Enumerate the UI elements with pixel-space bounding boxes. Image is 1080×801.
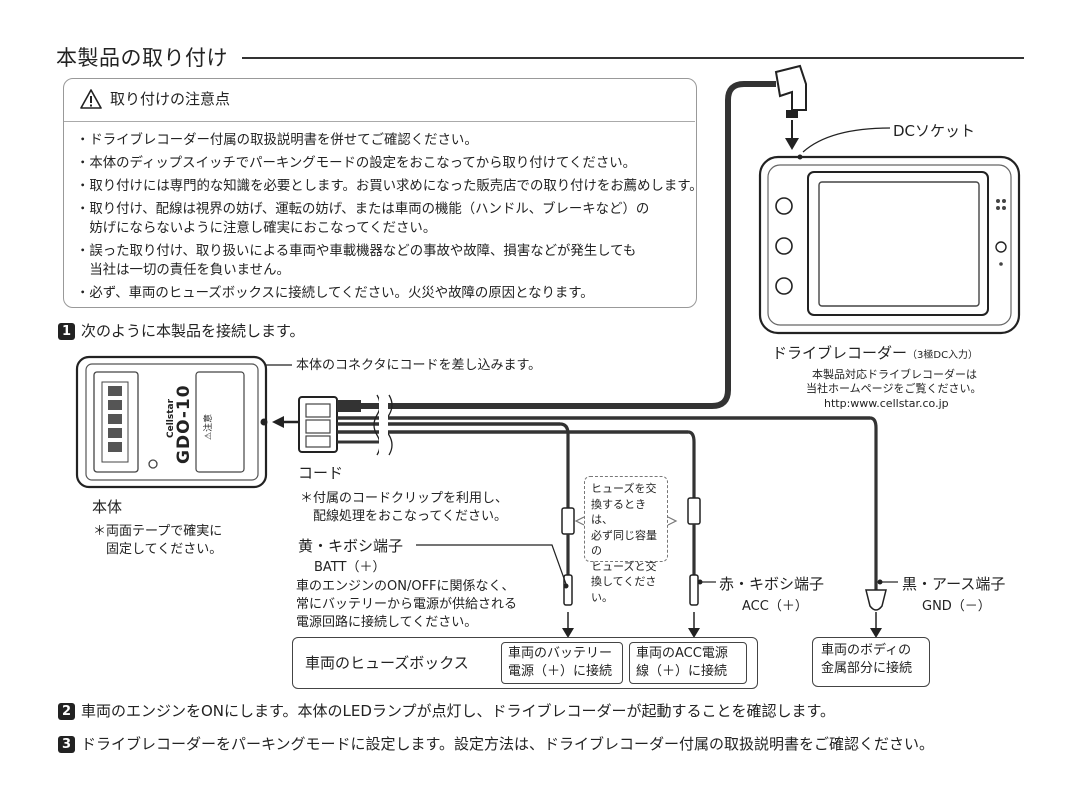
recorder-label: ドライブレコーダー（3極DC入力） bbox=[772, 342, 978, 363]
caution-item: ・取り付け、配線は視界の妨げ、運転の妨げ、または車両の機能（ハンドル、ブレーキな… bbox=[76, 202, 650, 217]
step-text: 車両のエンジンをONにします。本体のLEDランプが点灯し、ドライブレコーダーが起… bbox=[81, 702, 835, 720]
body-ground-line: 車両のボディの bbox=[821, 643, 912, 658]
unit-note: 固定してください。 bbox=[93, 542, 223, 557]
gdo10-unit bbox=[75, 355, 268, 489]
cord-label: コード bbox=[298, 464, 344, 482]
step-number: 2 bbox=[58, 703, 75, 720]
body-ground-box: 車両のボディの 金属部分に接続 bbox=[812, 637, 930, 687]
step-1: 1 次のように本製品を接続します。 bbox=[58, 320, 305, 341]
unit-warning-label: ⚠注意 bbox=[204, 413, 214, 440]
caution-item: 妨げにならないように注意し確実におこなってください。 bbox=[76, 221, 437, 236]
recorder-note: 本製品対応ドライブレコーダーは bbox=[812, 368, 977, 381]
fuse-box: 車両のヒューズボックス 車両のバッテリー 電源（＋）に接続 車両のACC電源 線… bbox=[292, 637, 758, 689]
caution-box bbox=[63, 78, 697, 308]
dc-socket-label: DCソケット bbox=[893, 122, 976, 140]
yellow-terminal-label: 黄・キボシ端子 bbox=[298, 537, 404, 555]
batt-connection-line: 電源（＋）に接続 bbox=[508, 664, 613, 679]
caution-item: 当社は一切の責任を負いません。 bbox=[76, 263, 290, 278]
connector-note: 本体のコネクタにコードを差し込みます。 bbox=[296, 358, 542, 373]
acc-connection: 車両のACC電源 線（＋）に接続 bbox=[629, 642, 747, 684]
warning-icon bbox=[80, 88, 102, 109]
caution-item: ・取り付けには専門的な知識を必要とします。お買い求めになった販売店での取り付けを… bbox=[76, 179, 703, 194]
step-3: 3 ドライブレコーダーをパーキングモードに設定します。設定方法は、ドライブレコーダ… bbox=[58, 733, 934, 754]
unit-note: ＊両面テープで確実に bbox=[93, 524, 223, 539]
caution-item: ・本体のディップスイッチでパーキングモードの設定をおこなってから取り付けてくださ… bbox=[76, 156, 636, 171]
caution-item: ・誤った取り付け、取り扱いによる車両や車載機器などの事故や故障、損害などが発生し… bbox=[76, 244, 637, 259]
fuse-box-label: 車両のヒューズボックス bbox=[305, 654, 469, 672]
batt-connection-line: 車両のバッテリー bbox=[508, 646, 613, 661]
red-terminal-label: 赤・キボシ端子 bbox=[719, 575, 825, 593]
recorder-note: 当社ホームページをご覧ください。 bbox=[806, 382, 982, 395]
body-ground-line: 金属部分に接続 bbox=[821, 661, 913, 676]
black-terminal-sub: GND（－） bbox=[922, 599, 991, 614]
cord-note: 配線処理をおこなってください。 bbox=[300, 509, 507, 524]
caution-heading-text: 取り付けの注意点 bbox=[110, 90, 231, 108]
recorder-url[interactable]: http:www.cellstar.co.jp bbox=[824, 397, 949, 410]
page-title: 本製品の取り付け bbox=[56, 46, 228, 70]
fuse-note-line: ヒューズと交 bbox=[591, 559, 657, 573]
fuse-note-line: 換するときは、 bbox=[591, 497, 646, 527]
fuse-note-line: 換してください。 bbox=[591, 575, 657, 604]
drive-recorder bbox=[758, 127, 1021, 335]
acc-connection-line: 線（＋）に接続 bbox=[636, 664, 728, 679]
caution-divider bbox=[64, 121, 695, 122]
fuse-note: ヒューズを交 換するときは、 必ず同じ容量の ヒューズと交 換してください。 bbox=[584, 476, 668, 604]
step-text: 次のように本製品を接続します。 bbox=[81, 322, 305, 340]
step-number: 1 bbox=[58, 323, 75, 340]
caution-item: ・必ず、車両のヒューズボックスに接続してください。火災や故障の原因となります。 bbox=[76, 286, 594, 301]
caution-heading: 取り付けの注意点 bbox=[80, 88, 230, 109]
step-2: 2 車両のエンジンをONにします。本体のLEDランプが点灯し、ドライブレコーダーが… bbox=[58, 700, 835, 721]
unit-label-area: Cellstar GDO-10 bbox=[148, 378, 194, 470]
step-number: 3 bbox=[58, 736, 75, 753]
step-text: ドライブレコーダーをパーキングモードに設定します。設定方法は、ドライブレコーダー… bbox=[81, 735, 935, 753]
yellow-terminal-sub: BATT（＋） bbox=[314, 560, 386, 575]
recorder-name: ドライブレコーダー bbox=[772, 344, 908, 362]
yellow-terminal-desc: 常にバッテリーから電源が供給される bbox=[296, 597, 518, 612]
cord-note: ＊付属のコードクリップを利用し、 bbox=[300, 491, 509, 506]
model-name: GDO-10 bbox=[174, 384, 194, 464]
yellow-terminal-desc: 電源回路に接続してください。 bbox=[296, 615, 478, 630]
fuse-note-line: ヒューズを交 bbox=[591, 482, 657, 495]
title-rule bbox=[242, 57, 1024, 59]
recorder-input: （3極DC入力） bbox=[907, 350, 979, 361]
red-terminal-sub: ACC（＋） bbox=[742, 599, 808, 614]
black-terminal-label: 黒・アース端子 bbox=[902, 575, 1006, 593]
yellow-terminal-desc: 車のエンジンのON/OFFに関係なく、 bbox=[296, 579, 515, 594]
acc-connection-line: 車両のACC電源 bbox=[636, 646, 728, 661]
unit-label: 本体 bbox=[92, 498, 123, 516]
batt-connection: 車両のバッテリー 電源（＋）に接続 bbox=[501, 642, 623, 684]
fuse-note-line: 必ず同じ容量の bbox=[591, 528, 657, 558]
caution-item: ・ドライブレコーダー付属の取扱説明書を併せてご確認ください。 bbox=[76, 133, 478, 148]
